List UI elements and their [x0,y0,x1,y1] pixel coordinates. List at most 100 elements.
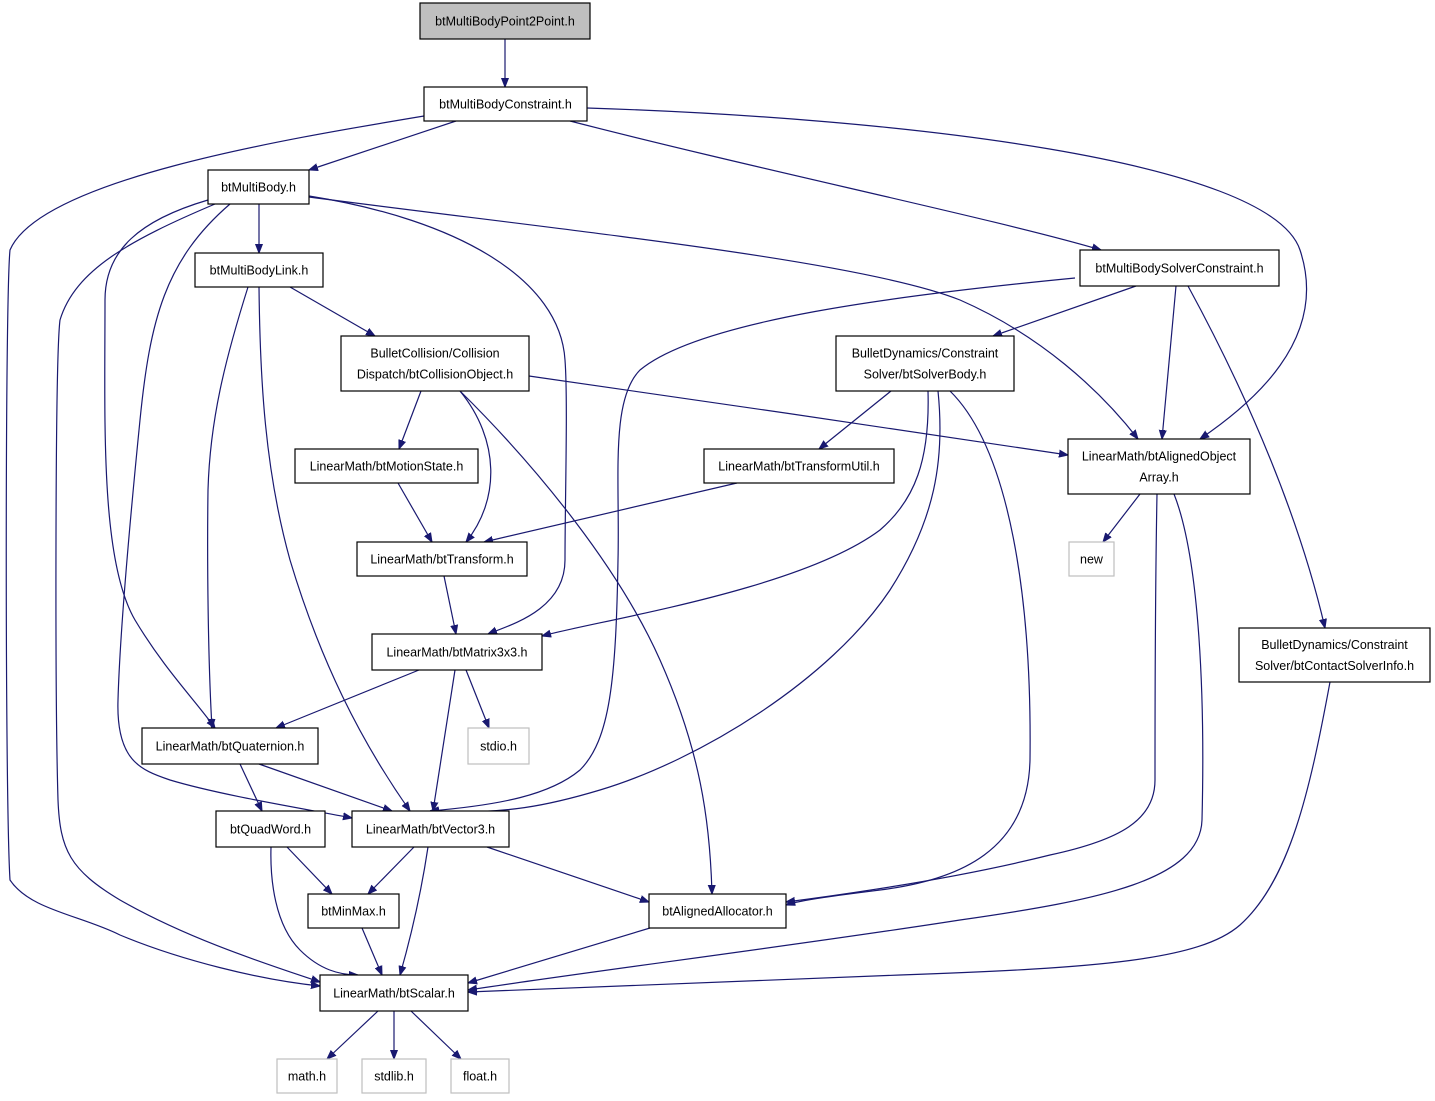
node-box [419,2,591,40]
node-box [423,86,588,122]
node-box [351,810,510,848]
node-box [1068,541,1115,577]
node-scalar[interactable]: LinearMath/btScalar.h [319,974,469,1012]
edge-quaternion-to-vector3 [258,763,392,811]
edge-vector3-to-alignedallocator [486,846,649,902]
node-box [215,810,326,848]
node-root[interactable]: btMultiBodyPoint2Point.h [419,2,591,40]
node-math: math.h [276,1058,338,1094]
node-solverconstraint[interactable]: btMultiBodySolverConstraint.h [1079,249,1280,287]
node-stdio: stdio.h [467,727,530,765]
nodes-layer: btMultiBodyPoint2Point.h btMultiBodyConst… [141,2,1431,1094]
node-motionstate[interactable]: LinearMath/btMotionState.h [294,448,479,484]
edge-constraint-to-solverconstraint [569,120,1101,250]
edge-transform-to-matrix3x3 [443,575,456,634]
node-float: float.h [450,1058,510,1094]
edge-transformutil-to-transform [484,482,738,542]
edge-solverconstraint-to-contactsolverinfo [1187,285,1325,628]
node-link[interactable]: btMultiBodyLink.h [194,252,324,288]
edge-multibody-to-quaternion [104,199,215,728]
edge-solverconstraint-to-vector3 [430,277,1076,811]
node-vector3[interactable]: LinearMath/btVector3.h [351,810,510,848]
node-label: LinearMath/btMatrix3x3.h [386,646,527,660]
edge-quadword-to-minmax [286,846,332,894]
node-box [835,335,1015,392]
node-label: LinearMath/btQuaternion.h [156,740,305,754]
node-box [319,974,469,1012]
edge-constraint-to-multibody [309,120,457,170]
node-label: LinearMath/btAlignedObject [1082,450,1237,464]
node-label: float.h [463,1070,497,1084]
edge-vector3-to-minmax [368,846,415,894]
edge-collisionobject-to-alignedallocator [459,390,712,894]
node-matrix3x3[interactable]: LinearMath/btMatrix3x3.h [371,633,543,671]
node-box [207,169,310,205]
node-box [450,1058,510,1094]
edge-alignedarray-to-new [1103,493,1141,542]
node-label: new [1080,553,1104,567]
node-label: math.h [288,1070,326,1084]
edge-collisionobject-to-motionstate [399,390,422,449]
edge-contactsolverinfo-to-scalar [468,681,1331,992]
edge-multibody-to-matrix3x3 [308,195,567,635]
node-label: btMultiBody.h [221,181,296,195]
node-box [648,893,787,929]
node-alignedallocator[interactable]: btAlignedAllocator.h [648,893,787,929]
node-label: btAlignedAllocator.h [662,905,773,919]
edge-solverconstraint-to-alignedarray [1162,285,1177,439]
node-box [194,252,324,288]
edge-alignedarray-to-alignedallocator [786,493,1158,902]
node-quadword[interactable]: btQuadWord.h [215,810,326,848]
node-minmax[interactable]: btMinMax.h [307,893,400,929]
edge-scalar-to-math [327,1010,379,1059]
node-label: BulletDynamics/Constraint [1261,638,1408,652]
node-label: btMultiBodyPoint2Point.h [435,15,575,29]
edge-solverconstraint-to-solverbody [993,285,1137,336]
node-box [467,727,530,765]
node-box [276,1058,338,1094]
node-transformutil[interactable]: LinearMath/btTransformUtil.h [703,448,895,484]
node-multibody[interactable]: btMultiBody.h [207,169,310,205]
edge-collisionobject-to-transform [459,390,492,542]
edge-matrix3x3-to-quaternion [276,669,420,729]
node-label: btMultiBodySolverConstraint.h [1095,262,1263,276]
node-label: LinearMath/btTransform.h [370,553,513,567]
node-quaternion[interactable]: LinearMath/btQuaternion.h [141,727,319,765]
node-box [1238,627,1431,683]
node-collisionobject[interactable]: BulletCollision/CollisionDispatch/btColl… [340,335,530,392]
edge-link-to-vector3 [258,286,410,811]
edge-matrix3x3-to-stdio [465,669,490,728]
node-transform[interactable]: LinearMath/btTransform.h [356,541,528,577]
node-label: BulletDynamics/Constraint [852,347,999,361]
node-label: stdio.h [480,740,517,754]
node-box [361,1058,427,1094]
edge-link-to-quaternion [207,286,249,728]
edge-solverbody-to-vector3 [430,390,941,812]
node-box [141,727,319,765]
edge-matrix3x3-to-vector3 [433,669,456,811]
node-label: LinearMath/btScalar.h [333,987,455,1001]
edges-layer [5,39,1331,1059]
edge-alignedallocator-to-scalar [468,927,651,983]
edge-multibody-to-scalar [55,203,320,982]
node-label: Solver/btContactSolverInfo.h [1255,659,1414,673]
node-label: Dispatch/btCollisionObject.h [357,368,513,382]
node-box [356,541,528,577]
node-contactsolverinfo[interactable]: BulletDynamics/ConstraintSolver/btContac… [1238,627,1431,683]
edge-collisionobject-to-alignedarray [528,375,1068,455]
node-label: Array.h [1139,471,1178,485]
edge-constraint-to-alignedarray [586,107,1307,439]
edge-alignedarray-to-scalar [468,493,1204,990]
node-solverbody[interactable]: BulletDynamics/ConstraintSolver/btSolver… [835,335,1015,392]
node-constraint[interactable]: btMultiBodyConstraint.h [423,86,588,122]
node-box [703,448,895,484]
node-label: btMinMax.h [321,905,386,919]
node-label: LinearMath/btTransformUtil.h [718,460,879,474]
edge-link-to-collisionobject [289,286,375,336]
node-box [294,448,479,484]
node-label: LinearMath/btVector3.h [366,823,495,837]
node-label: BulletCollision/Collision [370,347,499,361]
node-stdlib: stdlib.h [361,1058,427,1094]
